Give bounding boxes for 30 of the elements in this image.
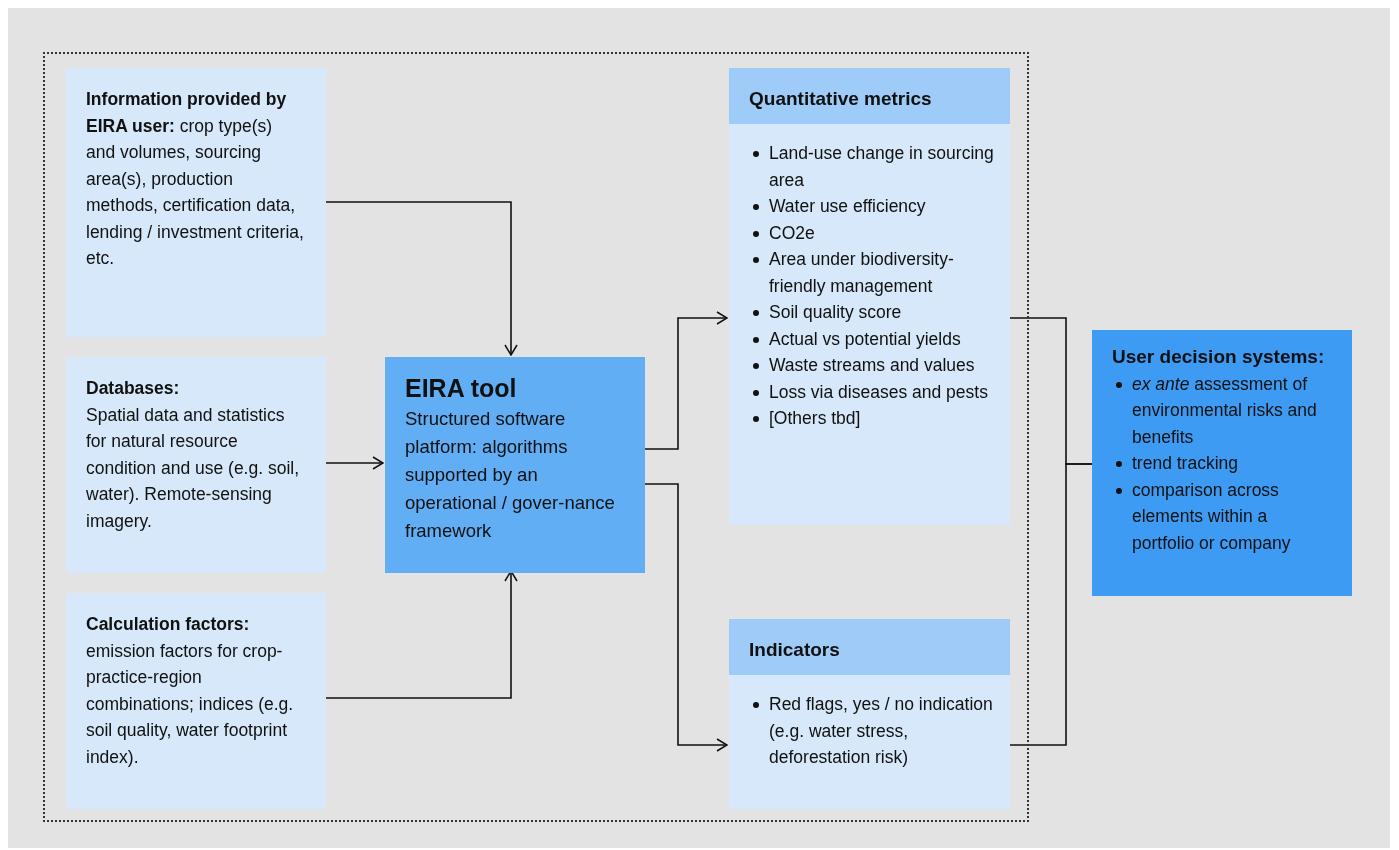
description-text: Information provided by EIRA user: crop type(s) and volumes, sourcing area(s), production methods, certification data, lending / investment criteria, etc. <box>86 88 305 270</box>
bullet-item: Area under biodiversity-friendly management <box>749 246 994 299</box>
box-heading: EIRA tool <box>405 373 518 404</box>
box-heading: Databases: <box>86 377 181 400</box>
box-heading: Calculation factors: <box>86 613 251 636</box>
description-text: Spatial data and statistics for natural resource condition and use (e.g. soil, water). Remote-sensing imagery. <box>86 403 301 533</box>
bullet-item: Red flags, yes / no indication (e.g. water stress, deforestation risk) <box>749 691 994 771</box>
input-box <box>66 357 326 573</box>
description-text: Structured software platform: algorithms supported by an operational / gover-nance framework <box>405 407 616 543</box>
dotted-frame <box>43 52 1029 822</box>
tool-box <box>385 357 645 573</box>
section-heading: Indicators <box>729 619 1010 675</box>
bullet-item: [Others tbd] <box>749 405 994 432</box>
bullet-item: comparison across elements within a portfolio or company <box>1112 476 1332 556</box>
bullet-item: Waste streams and values <box>749 352 994 379</box>
input-box <box>66 593 326 809</box>
bullet-item: Land-use change in sourcing area <box>749 140 994 193</box>
output-box <box>729 68 1010 525</box>
bullet-item: trend tracking <box>1112 450 1332 477</box>
bullet-item: CO2e <box>749 219 994 246</box>
box-heading: User decision systems: <box>1112 345 1326 369</box>
description-text: emission factors for crop-practice-region combinations; indices (e.g. soil quality, water footprint index). <box>86 639 295 769</box>
bullet-item: Water use efficiency <box>749 193 994 220</box>
bullet-item: Loss via diseases and pests <box>749 378 994 405</box>
bullet-item: Actual vs potential yields <box>749 325 994 352</box>
input-box <box>66 68 326 337</box>
section-heading: Quantitative metrics <box>729 68 1010 124</box>
output-box <box>729 619 1010 809</box>
decision-box <box>1092 330 1352 596</box>
bullet-item: Soil quality score <box>749 299 994 326</box>
